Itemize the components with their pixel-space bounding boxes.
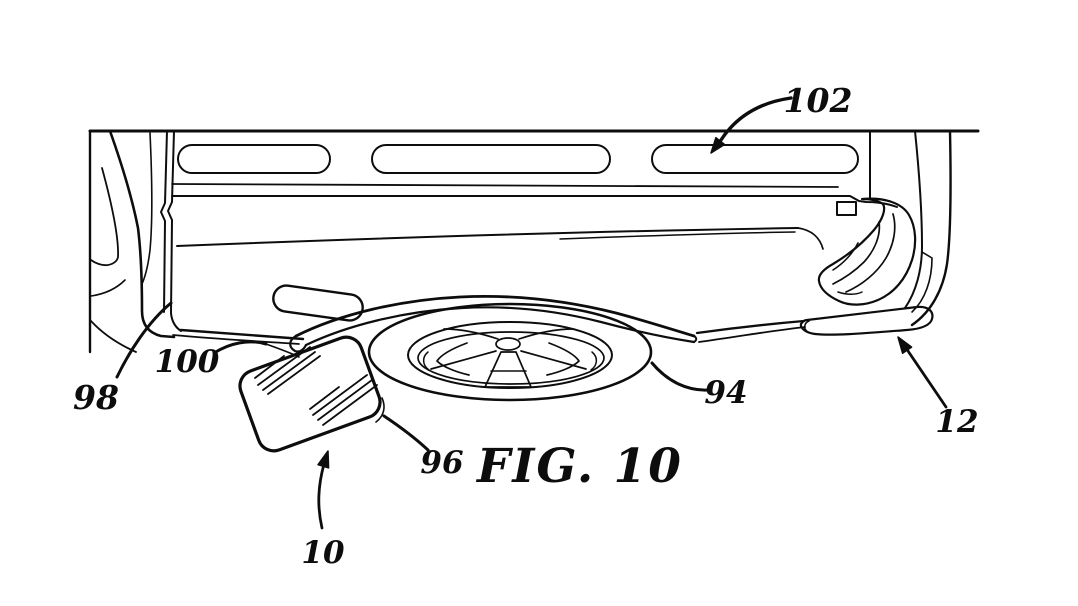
step-hinge-line (265, 343, 300, 358)
fender-flare (289, 294, 698, 353)
rim-arc-left (422, 351, 430, 371)
spoke-line-upper-right (518, 328, 574, 340)
hub-cap (495, 337, 521, 351)
step-pad (238, 335, 382, 453)
rear-corner (869, 129, 952, 327)
rocker-line-upper (695, 319, 806, 335)
rail-slot-1 (177, 144, 331, 174)
spoke-chevron-left (436, 342, 470, 376)
wheel (367, 302, 653, 402)
step-side-lip (375, 397, 385, 423)
leader-10 (317, 462, 326, 530)
spoke-trapezoid (484, 351, 532, 388)
ref-label-12: 12 (935, 404, 978, 440)
rail-lower-line-2 (171, 195, 898, 208)
flare-rear-tip (693, 335, 698, 343)
corner-line-middle (904, 130, 923, 309)
taillight-lens-line-4 (837, 291, 863, 295)
bed-feature-line (176, 227, 799, 247)
rim-face (417, 331, 605, 385)
arrowhead-12 (897, 336, 913, 355)
step-hatching-group-2 (309, 374, 378, 426)
rail-slot-2 (371, 144, 611, 174)
leader-94 (650, 361, 710, 392)
ref-label-96: 96 (420, 445, 463, 481)
rim-arc-right (590, 351, 598, 371)
leader-102 (719, 96, 793, 142)
taillight (817, 197, 917, 306)
rear-bumper (799, 305, 934, 336)
bed-side-panel (167, 130, 857, 345)
leader-lines (115, 96, 948, 530)
corner-line-outer (910, 129, 952, 327)
flare-outer-curve (294, 294, 696, 338)
leader-96 (382, 414, 430, 452)
truck-cab (88, 129, 176, 354)
taillight-lens-line-2 (832, 221, 881, 285)
rail-slot-3 (651, 144, 859, 174)
bed-bottom-edge (179, 328, 305, 341)
leader-100 (212, 340, 268, 355)
bed-bottom-edge-inner (172, 334, 300, 345)
ref-label-102: 102 (784, 81, 853, 120)
flare-inner-curve (304, 306, 696, 347)
arrowhead-102 (710, 136, 726, 154)
leader-98 (115, 301, 173, 379)
ref-label-100: 100 (155, 344, 220, 380)
bed-front-edge (167, 130, 182, 332)
step-hatching-group-1 (254, 346, 321, 395)
cab-pillar-inner-line (141, 132, 153, 285)
bedside-handle-recess (272, 284, 364, 322)
taillight-lens-line-3 (832, 242, 859, 271)
bumper-step-pad (799, 305, 934, 336)
flare-front-tip (289, 334, 308, 353)
cab-back-edge (160, 130, 168, 313)
taillight-outline (817, 197, 917, 306)
leader-12 (906, 349, 948, 409)
cab-quarter-panel-crease (90, 167, 119, 267)
ref-label-98: 98 (73, 378, 119, 417)
rocker-line-lower (698, 326, 806, 343)
bumper-tip-curl (803, 320, 810, 333)
cab-door-bottom-crease (90, 279, 126, 297)
reference-numerals: 102 98 100 96 10 94 12 FIG. 10 (73, 81, 979, 571)
figure-caption: FIG. 10 (475, 439, 683, 494)
bed-rail (88, 129, 980, 208)
taillight-lens-line-1 (845, 213, 896, 293)
deployable-step (238, 335, 385, 453)
stake-pocket-detail (836, 201, 857, 216)
arrowhead-10 (317, 450, 330, 469)
ref-label-94: 94 (704, 375, 747, 411)
spoke-line-lower-left (430, 350, 497, 370)
spoke-chevron-right (546, 342, 580, 376)
rail-lower-line-1 (171, 183, 839, 188)
spoke-line-lower-right (520, 350, 587, 370)
bed-rear-corner-hook (797, 227, 824, 250)
cab-rocker-curve (90, 320, 137, 353)
tire-outer (367, 302, 653, 402)
rocker-panel (695, 319, 806, 343)
rim-lip (407, 321, 613, 389)
spoke-line-upper-left (443, 328, 499, 340)
ref-label-10: 10 (301, 535, 345, 571)
bed-feature-line-2 (559, 231, 796, 240)
